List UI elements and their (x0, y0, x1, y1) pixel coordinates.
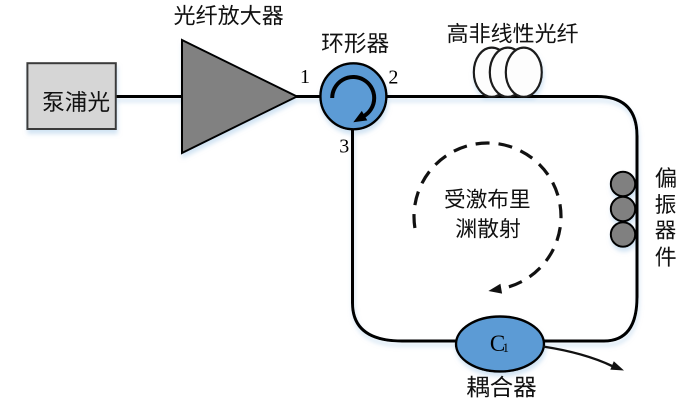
svg-text:C: C (490, 331, 505, 356)
svg-text:1: 1 (503, 341, 509, 355)
svg-text:2: 2 (388, 66, 398, 88)
svg-text:1: 1 (300, 66, 310, 88)
svg-text:3: 3 (339, 136, 349, 158)
